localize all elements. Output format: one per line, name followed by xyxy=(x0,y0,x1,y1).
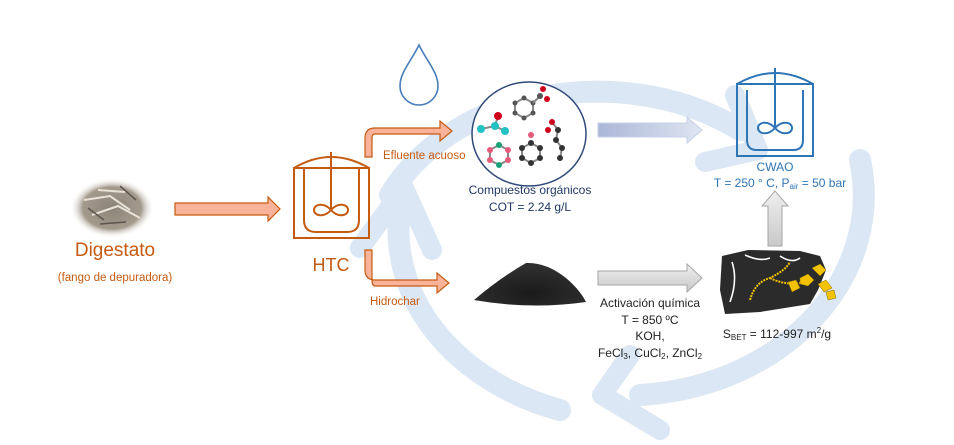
cycle-arrowhead-left xyxy=(350,178,442,260)
molecules-icon xyxy=(471,81,587,187)
hydrochar-label: Hidrochar xyxy=(370,296,420,308)
activation-conditions: Activación química T = 850 ºC KOH, FeCl3… xyxy=(585,295,715,365)
sbet-number: = 112-997 m xyxy=(746,327,817,341)
activation-line-3: KOH, xyxy=(635,329,665,343)
cycle-arrowhead-bottom xyxy=(592,345,670,440)
effluent-arrow xyxy=(364,119,453,158)
htc-label: HTC xyxy=(312,255,350,275)
sbet-value: SBET = 112-997 m2/g xyxy=(712,326,842,342)
cwao-conditions-suffix: = 50 bar xyxy=(798,176,847,190)
cwao-reactor-icon xyxy=(736,68,814,157)
cwao-label: CWAO xyxy=(756,160,794,174)
cwao-conditions-sub: air xyxy=(789,182,799,191)
activation-line-2: T = 850 ºC xyxy=(621,312,679,327)
cwao-conditions: T = 250 ° C, Pair = 50 bar xyxy=(695,176,865,191)
water-drop-icon xyxy=(399,43,439,106)
reagent-zncl: , ZnCl xyxy=(665,345,698,360)
compounds-title: Compuestos orgánicos xyxy=(468,183,592,197)
cwao-conditions-prefix: T = 250 ° C, P xyxy=(713,176,790,190)
effluent-label: Efluente acuoso xyxy=(383,150,466,162)
sbet-symbol: S xyxy=(722,327,731,341)
reagent-fecl: FeCl xyxy=(597,345,624,360)
sbet-sub: BET xyxy=(730,333,747,342)
sludge-image xyxy=(70,178,154,238)
activation-line-1: Activación química xyxy=(599,296,701,310)
activation-arrow xyxy=(597,262,703,294)
reagent-sub: 3 xyxy=(623,351,628,361)
effluent-to-cwao-arrow xyxy=(597,115,703,145)
activation-line-4: FeCl3, CuCl2, ZnCl2 xyxy=(585,345,715,366)
digestato-subtitle: (fango de depuradora) xyxy=(57,272,173,284)
catalyst-to-cwao-arrow xyxy=(760,190,790,247)
porous-carbon-icon xyxy=(720,250,837,314)
digestato-title: Digestato xyxy=(74,240,156,261)
hydrochar-pile-image xyxy=(474,262,586,306)
sbet-sup: 2 xyxy=(816,326,822,335)
sbet-unit: /g xyxy=(821,327,832,341)
htc-reactor-icon xyxy=(293,152,370,239)
reagent-cucl: , CuCl xyxy=(627,345,662,360)
cycle-arc-right xyxy=(629,149,875,406)
cycle-arc-left xyxy=(387,199,571,421)
hydrochar-arrow xyxy=(364,249,450,295)
compounds-cot: COT = 2.24 g/L xyxy=(488,200,572,214)
reagent-sub: 2 xyxy=(661,351,666,361)
feed-arrow xyxy=(174,195,281,223)
reagent-sub: 2 xyxy=(697,351,703,361)
